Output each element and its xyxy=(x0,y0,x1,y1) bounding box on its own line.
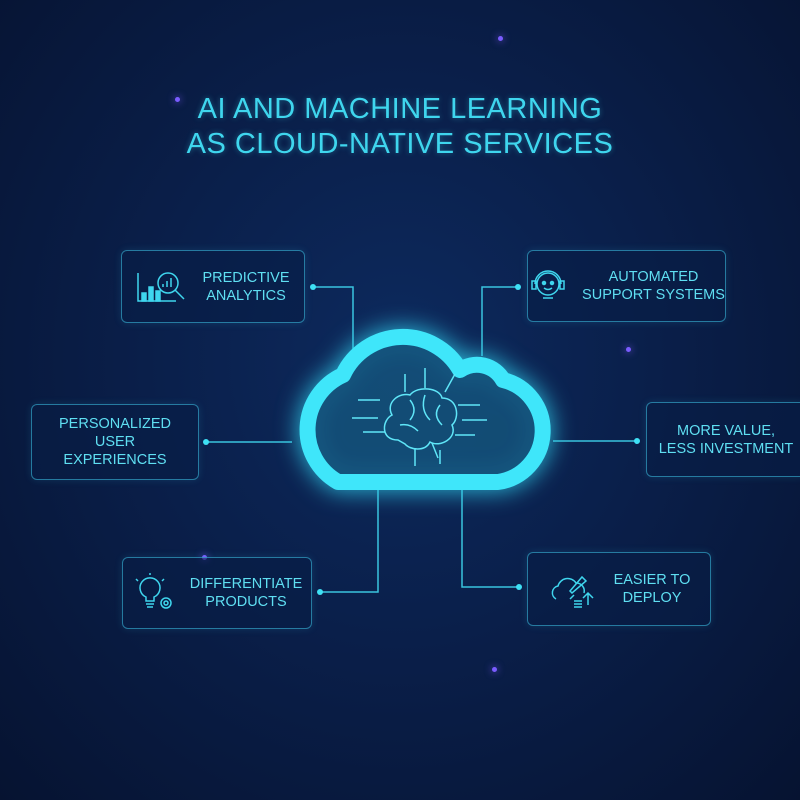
cloud-rocket-icon xyxy=(551,575,594,608)
connector-dot xyxy=(317,589,323,595)
brain-circuit-icon xyxy=(352,368,487,466)
connector-dot xyxy=(310,284,316,290)
feature-label: PERSONALIZED xyxy=(59,416,171,432)
feature-automated-support: AUTOMATED SUPPORT SYSTEMS xyxy=(527,250,726,322)
feature-personalized-experiences: PERSONALIZED USER EXPERIENCES xyxy=(31,404,199,480)
page-title: AI AND MACHINE LEARNING AS CLOUD-NATIVE … xyxy=(0,92,800,162)
feature-more-value: MORE VALUE,LESS INVESTMENT xyxy=(646,402,800,477)
connector-dot xyxy=(515,284,521,290)
title-line-1: AI AND MACHINE LEARNING xyxy=(197,93,603,125)
feature-label: MORE VALUE, xyxy=(676,422,776,439)
chart-magnifier-icon xyxy=(137,271,186,302)
cloud-icon xyxy=(299,328,551,490)
feature-label: EXPERIENCES xyxy=(63,452,167,468)
feature-easier-deploy: EASIER TO DEPLOY xyxy=(527,552,711,626)
feature-label: ANALYTICS xyxy=(206,287,286,304)
robot-headset-icon xyxy=(531,270,565,299)
feature-label: USER xyxy=(94,434,136,450)
connector-dot xyxy=(634,438,640,444)
connector-dot xyxy=(203,439,209,445)
feature-label: LESS INVESTMENT xyxy=(658,440,794,457)
title-line-2: AS CLOUD-NATIVE SERVICES xyxy=(186,128,614,160)
feature-label: EASIER TO xyxy=(613,572,691,588)
lightbulb-gear-icon xyxy=(135,573,172,609)
connector-dot xyxy=(516,584,522,590)
feature-label: PREDICTIVE xyxy=(202,269,290,286)
feature-label: AUTOMATED xyxy=(608,269,699,285)
sparkle xyxy=(626,347,631,352)
sparkle xyxy=(498,36,503,41)
feature-label: DIFFERENTIATE xyxy=(189,576,303,592)
feature-label: SUPPORT SYSTEMS xyxy=(582,287,725,303)
feature-label: DEPLOY xyxy=(622,590,682,606)
sparkle xyxy=(492,667,497,672)
feature-label: PRODUCTS xyxy=(205,594,287,610)
sparkle xyxy=(175,97,180,102)
feature-differentiate-products: DIFFERENTIATE PRODUCTS xyxy=(122,557,312,629)
